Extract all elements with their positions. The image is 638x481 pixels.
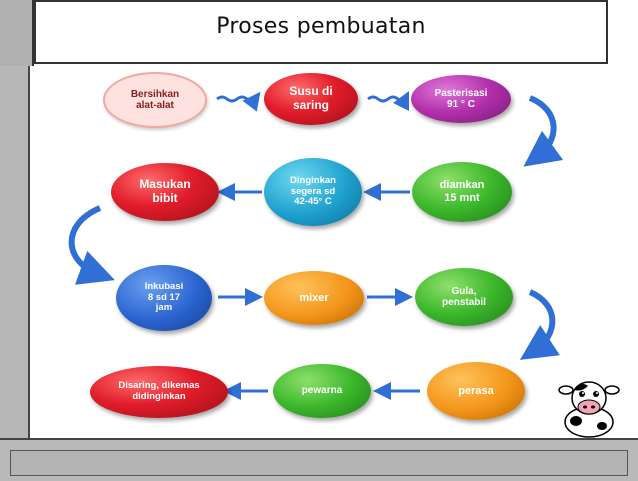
step-label: Disaring, dikemas didinginkan [118,380,200,402]
arrow-n9-n10 [519,289,560,360]
step-label: Gula, penstabil [442,285,486,309]
arrow-n1-n2 [216,91,261,112]
step-mixer: mixer [264,271,364,325]
title-box: Proses pembuatan [34,0,608,64]
step-label: Bersihkan alat-alat [130,88,180,112]
step-rest: diamkan 15 mnt [412,162,512,222]
step-label: Pasterisasi 91 ° C [434,87,488,111]
step-incubate: Inkubasi 8 sd 17 jam [116,265,212,331]
arrow-n6-n7 [68,205,115,285]
step-add-culture: Masukan bibit [111,163,219,221]
step-label: diamkan 15 mnt [439,179,485,204]
step-label: mixer [299,291,329,304]
step-pasteurize: Pasterisasi 91 ° C [411,75,511,123]
step-flavor: perasa [427,362,525,420]
step-filter-milk: Susu di saring [264,73,358,125]
left-frame-bar [0,0,30,479]
step-label: Inkubasi 8 sd 17 jam [144,280,184,314]
step-clean-tools: Bersihkan alat-alat [103,72,207,128]
step-pack: Disaring, dikemas didinginkan [90,366,228,418]
step-label: Dinginkan segera sd 42-45° C [290,174,336,208]
arrow-n2-n3 [367,90,410,112]
step-sugar-stabilizer: Gula, penstabil [415,268,513,326]
step-label: Susu di saring [289,84,333,112]
step-label: pewarna [301,385,343,397]
bottom-frame-inner [10,450,628,476]
cow-icon [558,381,620,438]
arrow-n3-n4 [523,95,564,167]
page-title: Proses pembuatan [216,14,426,39]
step-label: Masukan bibit [139,177,191,205]
step-label: perasa [458,384,494,397]
step-cool: Dinginkan segera sd 42-45° C [264,158,362,226]
left-frame-top [0,0,34,66]
step-coloring: pewarna [273,364,371,418]
